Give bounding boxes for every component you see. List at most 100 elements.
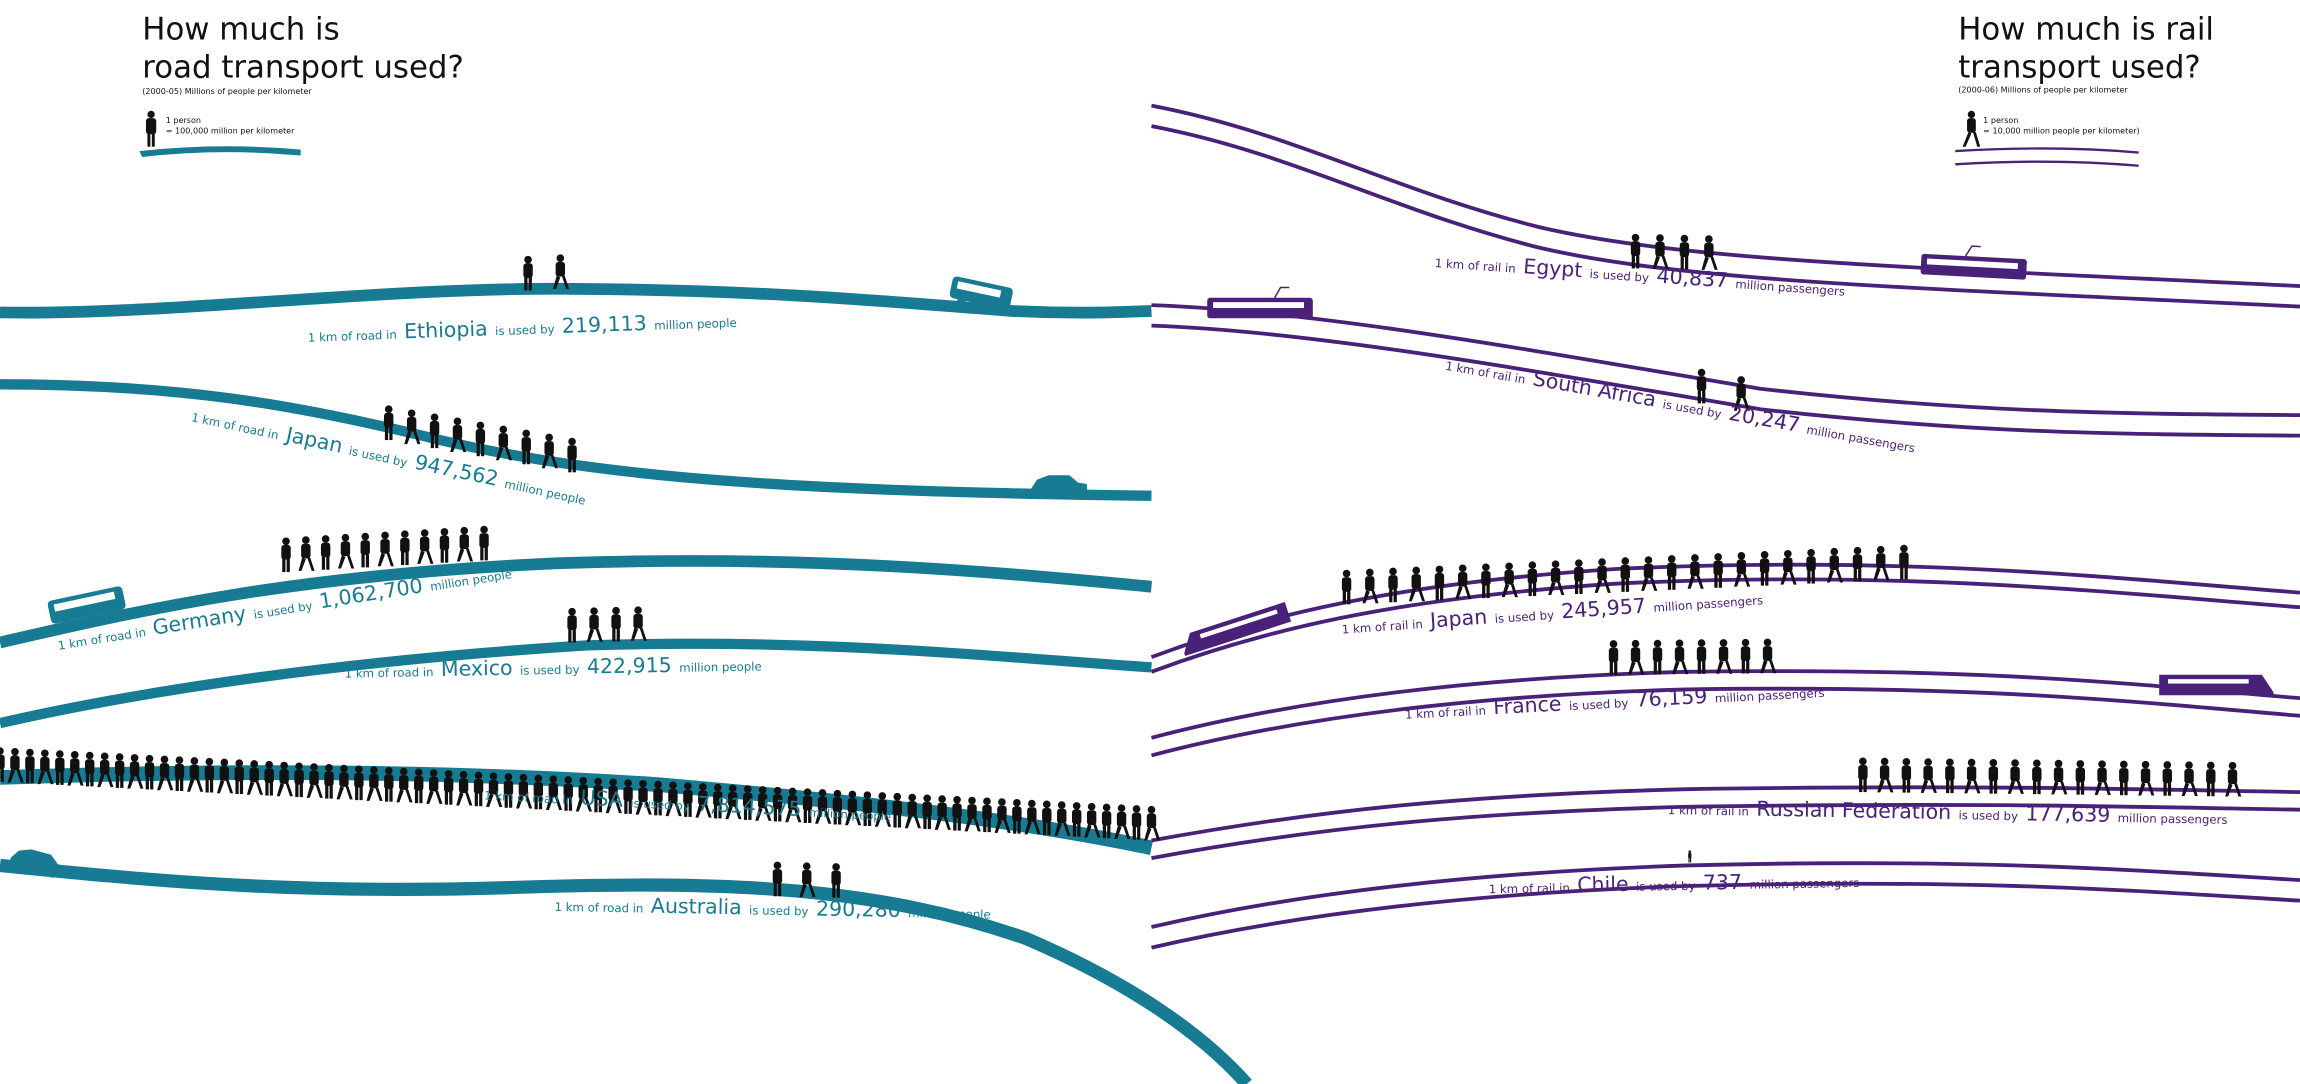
road-person-icon: [276, 761, 293, 797]
tram-icon: [1207, 286, 1313, 319]
road-person-icon: [234, 759, 244, 795]
road-person-icon: [456, 770, 473, 806]
rail-person-icon: [1630, 233, 1641, 269]
road-label-ethiopia: 1 km of road in Ethiopia is used by 219,…: [307, 305, 737, 348]
road-person-icon: [635, 779, 652, 815]
road-person-icon: [7, 747, 24, 783]
road-person-icon: [575, 776, 593, 812]
rail-person-icon: [1688, 850, 1692, 863]
train-icon: [2159, 674, 2274, 696]
road-person-icon: [25, 748, 35, 784]
rail-person-icon: [1455, 564, 1472, 600]
rail-person-icon: [1481, 563, 1491, 599]
rail-title-line2: transport used?: [1958, 50, 2201, 86]
rail-person-icon: [1696, 639, 1707, 674]
rail-person-icon: [2032, 759, 2042, 795]
road-person-icon: [429, 413, 440, 449]
road-person-icon: [567, 607, 577, 643]
road-person-icon: [785, 787, 802, 823]
rail-person-icon: [1760, 638, 1777, 674]
road-person-icon: [845, 790, 862, 826]
road-person-icon: [338, 533, 355, 569]
road-label-mexico: 1 km of road in Mexico is used by 422,91…: [344, 648, 762, 683]
rail-person-icon: [1713, 553, 1723, 588]
road-person-icon: [586, 607, 603, 642]
road-person-icon: [623, 779, 633, 814]
rail-person-icon: [1873, 545, 1890, 581]
road-person-icon: [1144, 805, 1161, 841]
road-person-icon: [400, 530, 410, 566]
road-person-icon: [320, 535, 331, 570]
rail-person-icon: [1652, 234, 1669, 269]
road-person-icon: [127, 754, 144, 789]
road-person-icon: [545, 775, 563, 811]
rail-person-icon: [2075, 760, 2086, 795]
road-person-icon: [725, 784, 742, 820]
road-person-icon: [456, 526, 474, 562]
road-person-icon: [862, 791, 873, 827]
road-person-icon: [187, 757, 204, 792]
rail-person-icon: [1620, 557, 1630, 592]
road-person-icon: [1131, 805, 1142, 840]
road-person-icon: [475, 421, 486, 457]
rail-person-icon: [1945, 758, 1955, 794]
road-subtitle: (2000-05) Millions of people per kilomet…: [142, 87, 312, 96]
road-label-australia: 1 km of road in Australia is used by 290…: [554, 889, 991, 925]
rail-person-icon: [1806, 548, 1816, 584]
rail-person-icon: [2138, 760, 2155, 796]
road-person-icon: [67, 751, 84, 786]
road-person-icon: [665, 781, 682, 817]
road-person-icon: [695, 783, 712, 818]
road-person-icon: [521, 429, 531, 465]
rail-person-icon: [1501, 562, 1518, 598]
car-icon: [10, 849, 66, 878]
rail-person-icon: [1672, 639, 1689, 675]
rail-person-icon: [1852, 546, 1863, 582]
road-person-icon: [479, 525, 489, 561]
rail-person-icon: [1858, 757, 1868, 793]
road-person-icon: [815, 789, 832, 824]
road-person-icon: [994, 798, 1011, 833]
road-person-icon: [294, 762, 304, 798]
road-person-icon: [439, 528, 450, 563]
road-person-icon: [713, 783, 723, 819]
road-person-icon: [630, 606, 647, 642]
rail-person-icon: [1652, 639, 1663, 675]
rail-person-icon: [2119, 760, 2129, 796]
road-person-icon: [85, 751, 95, 787]
road-person-icon: [486, 772, 503, 807]
rail-legend-track-bottom: [1955, 160, 2139, 167]
road-person-icon: [37, 749, 54, 785]
road-person-icon: [743, 785, 753, 820]
rail-person-icon: [1341, 569, 1352, 605]
road-person-icon: [55, 750, 65, 785]
rail-person-icon: [1408, 566, 1426, 602]
road-person-icon: [653, 780, 663, 816]
rail-person-icon: [1679, 234, 1690, 270]
rail-person-icon: [1594, 558, 1611, 593]
road-person-icon: [831, 863, 841, 898]
road-person-icon: [384, 405, 394, 441]
people-icons: [0, 233, 2242, 898]
road-person-icon: [298, 536, 315, 571]
rail-person-icon: [1920, 758, 1937, 793]
road-person-icon: [246, 760, 264, 795]
rail-subtitle: (2000-06) Millions of people per kilomet…: [1958, 85, 2128, 94]
rail-person-icon: [1740, 638, 1751, 674]
road-person-icon: [1114, 804, 1131, 839]
rail-person-icon: [2181, 761, 2198, 796]
rail-person-icon: [1641, 556, 1658, 591]
road-person-icon: [174, 756, 185, 791]
rail-person-icon: [2225, 761, 2242, 797]
rail-person-icon: [2007, 759, 2024, 794]
rail-person-icon: [1696, 368, 1707, 404]
road-person-icon: [495, 425, 513, 461]
road-person-icon: [144, 754, 155, 790]
rail-person-icon: [2162, 761, 2172, 796]
road-person-icon: [404, 409, 421, 445]
road-person-icon: [802, 788, 813, 823]
rail-label-france: 1 km of rail in France is used by 76,159…: [1404, 675, 1825, 725]
road-person-icon: [426, 769, 443, 804]
rail-legend-track-top: [1955, 147, 2139, 154]
